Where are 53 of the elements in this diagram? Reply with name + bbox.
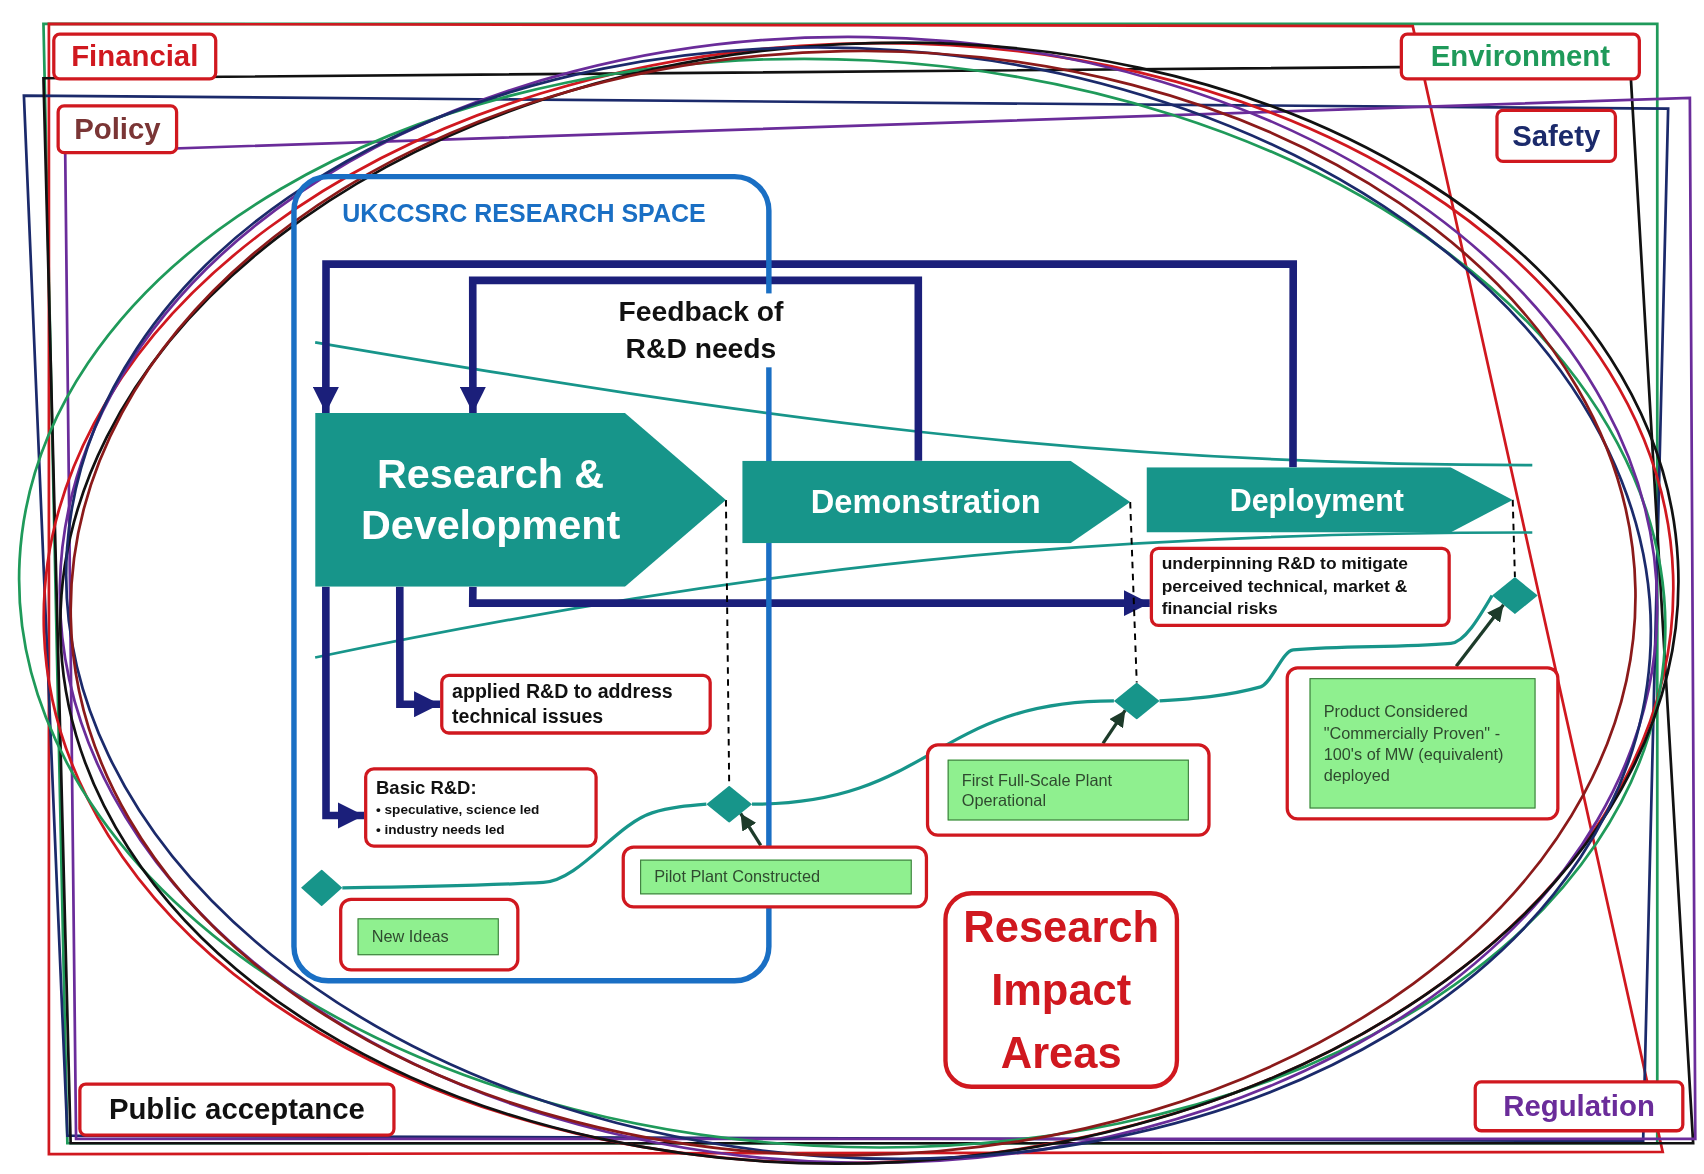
milestone-box [925, 743, 1211, 837]
stage-banner [315, 412, 726, 587]
arrow [739, 812, 763, 847]
stage-label: Research & Development [359, 449, 622, 550]
category-tag [1495, 108, 1618, 163]
category-tag [52, 32, 218, 81]
arrow [322, 586, 365, 829]
bullet-text: • speculative, science led [376, 801, 541, 820]
milestone-text: New Ideas [371, 926, 449, 948]
connector-line [1159, 594, 1494, 703]
milestone-text: First Full-Scale Plant Operational [961, 768, 1114, 812]
category-label: Regulation [1503, 1089, 1655, 1124]
note-box [440, 673, 712, 735]
impact-box [943, 891, 1180, 1089]
note-heading: Basic R&D: [376, 777, 478, 801]
impact-text: Research Impact Areas [962, 902, 1161, 1079]
category-tag [1473, 1080, 1685, 1133]
note-text: underpinning R&D to mitigate perceived technical, market & financial risks [1161, 553, 1410, 620]
category-label: Financial [71, 39, 199, 74]
milestone-box [621, 845, 929, 909]
category-label: Safety [1512, 119, 1601, 153]
category-label: Environment [1430, 39, 1610, 74]
category-tag [1399, 32, 1641, 81]
stage-label: Demonstration [810, 482, 1041, 522]
connector-line [751, 699, 1114, 806]
milestone-box [339, 897, 520, 972]
note-box [364, 767, 598, 848]
milestone-box [1285, 666, 1560, 821]
arrow [459, 276, 923, 461]
milestone-diamond [301, 869, 343, 907]
bullet-text: • industry needs led [376, 820, 506, 839]
category-label: Policy [74, 112, 161, 147]
category-label: Public acceptance [108, 1092, 365, 1127]
arrow [468, 586, 1150, 617]
connector-line [342, 802, 707, 890]
stage-label: Deployment [1229, 482, 1404, 519]
category-tag [78, 1082, 396, 1137]
note-box [1149, 546, 1451, 628]
note-text: applied R&D to address technical issues [452, 678, 674, 730]
stage-banner [1146, 467, 1513, 533]
milestone-diamond [706, 785, 752, 823]
milestone-diamond [1113, 682, 1160, 720]
milestone-text: Pilot Plant Constructed [654, 866, 821, 888]
arrow [1101, 709, 1127, 745]
milestone-diamond [1492, 577, 1538, 614]
arrow [312, 260, 1297, 468]
dashed-line [1511, 498, 1516, 579]
stage-banner [742, 460, 1131, 544]
category-tag [56, 104, 179, 155]
arrow [1454, 603, 1505, 668]
dashed-line [1129, 501, 1138, 684]
milestone-text: Product Considered "Commercially Proven" - 100's of MW (equivalent) deployed [1323, 701, 1505, 786]
arrow [395, 586, 441, 718]
